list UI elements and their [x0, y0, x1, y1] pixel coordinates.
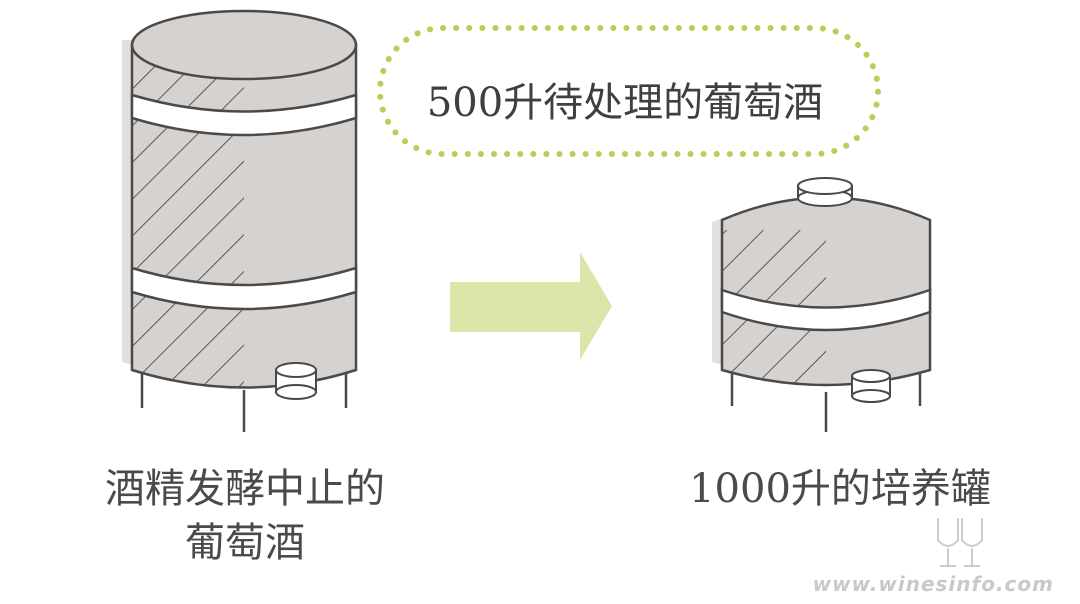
arrow-right-icon — [450, 252, 612, 360]
small-culture-tank — [712, 177, 932, 432]
tank-legs — [730, 374, 922, 432]
left-tank-caption-line2: 葡萄酒 — [185, 520, 305, 566]
watermark-text: www.winesinfo.com — [812, 572, 1054, 596]
bubble-label: 500升待处理的葡萄酒 — [426, 80, 824, 126]
tank-valve — [275, 362, 317, 400]
left-tank-caption-line1: 酒精发酵中止的 — [105, 466, 385, 512]
tank-band-lower — [130, 266, 358, 311]
tank-valve — [851, 369, 891, 403]
wine-glass-logo-icon — [937, 518, 983, 567]
tank-top — [130, 9, 358, 81]
tank-manhole — [797, 177, 853, 207]
large-fermentation-tank — [122, 9, 358, 432]
right-tank-caption: 1000升的培养罐 — [689, 466, 991, 512]
tank-band-upper — [130, 93, 358, 137]
speech-bubble — [377, 25, 881, 157]
tank-band — [720, 288, 932, 332]
tank-legs — [140, 374, 348, 432]
